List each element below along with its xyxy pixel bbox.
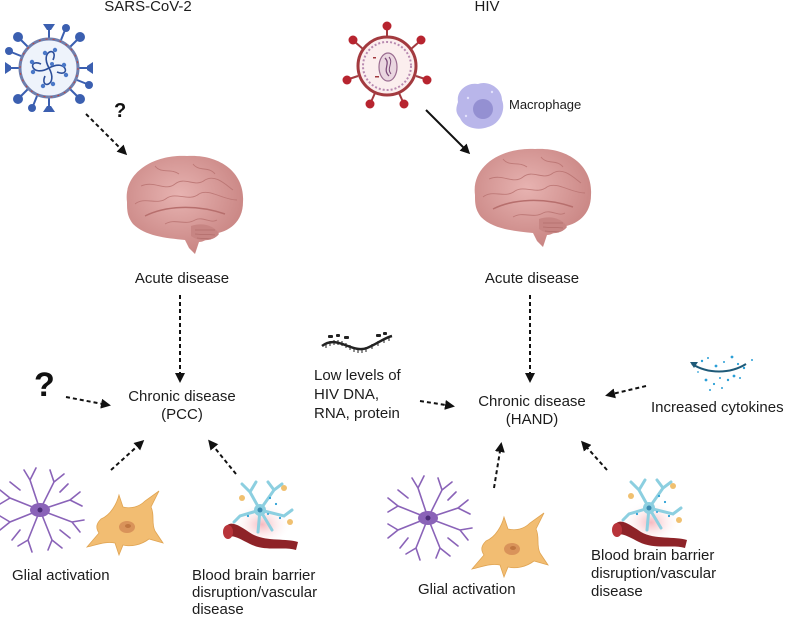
microglia-icon-sars: [0, 467, 85, 553]
hand-chronic-label: Chronic disease (HAND): [478, 393, 586, 429]
blood-brain-barrier-icon-hiv: [612, 478, 687, 548]
hiv-bbb-line3: disease: [591, 583, 643, 600]
low-levels-line3: RNA, protein: [314, 405, 400, 422]
brain-icon-hiv: [474, 148, 592, 247]
hiv-virus-icon: [342, 21, 432, 109]
microglia-icon-hiv: [387, 475, 473, 561]
arrow-question-to-pcc: [65, 396, 111, 409]
arrow-glial-to-pcc: [110, 439, 145, 471]
hand-chronic-line2: (HAND): [505, 411, 559, 428]
sars-cov-2-virus-icon: [5, 24, 93, 112]
low-levels-line2: HIV DNA,: [314, 386, 380, 403]
pcc-chronic-label: Chronic disease (PCC): [128, 388, 236, 424]
unknown-entry-question-mark: ?: [114, 100, 127, 122]
sars-acute-disease-label: Acute disease: [134, 270, 230, 287]
arrow-glial-to-hand: [493, 442, 505, 489]
astrocyte-icon-hiv: [470, 512, 549, 579]
unknown-factor-question-mark: ?: [34, 366, 55, 404]
sars-bbb-line2: disruption/vascular: [192, 584, 318, 601]
pcc-chronic-line1: Chronic disease: [128, 388, 236, 405]
dna-strand-icon: [321, 332, 393, 353]
sars-cov-2-title: SARS-CoV-2: [104, 0, 192, 15]
arrow-bbb-to-hand: [581, 440, 608, 471]
arrow-cytokines-to-hand: [605, 385, 647, 399]
cytokines-icon: [690, 355, 753, 391]
hiv-bbb-line2: disruption/vascular: [591, 565, 717, 582]
arrow-bbb-to-pcc: [208, 439, 237, 475]
arrow-low-levels-to-hand: [419, 399, 455, 410]
hiv-bbb-label: Blood brain barrier disruption/vascular …: [591, 547, 716, 601]
astrocyte-icon-sars: [85, 490, 164, 557]
hiv-bbb-line1: Blood brain barrier: [591, 547, 715, 564]
hiv-glial-activation-label: Glial activation: [418, 581, 516, 598]
hand-chronic-line1: Chronic disease: [478, 393, 586, 410]
sars-glial-activation-label: Glial activation: [12, 567, 110, 584]
sars-bbb-label: Blood brain barrier disruption/vascular …: [192, 567, 317, 618]
increased-cytokines-label: Increased cytokines: [651, 399, 784, 416]
arrow-sars-to-brain: [85, 113, 128, 156]
low-levels-label: Low levels of HIV DNA, RNA, protein: [314, 366, 401, 423]
sars-bbb-line1: Blood brain barrier: [192, 567, 316, 584]
brain-icon-sars: [126, 155, 244, 254]
pcc-chronic-line2: (PCC): [161, 406, 203, 423]
hiv-title: HIV: [474, 0, 500, 15]
sars-bbb-line3: disease: [192, 601, 244, 618]
low-levels-line1: Low levels of: [314, 367, 401, 384]
blood-brain-barrier-icon-sars: [223, 480, 298, 550]
macrophage-icon: [456, 82, 504, 129]
hiv-acute-disease-label: Acute disease: [484, 270, 580, 287]
macrophage-label: Macrophage: [509, 97, 582, 112]
arrow-hiv-to-brain: [425, 109, 471, 155]
